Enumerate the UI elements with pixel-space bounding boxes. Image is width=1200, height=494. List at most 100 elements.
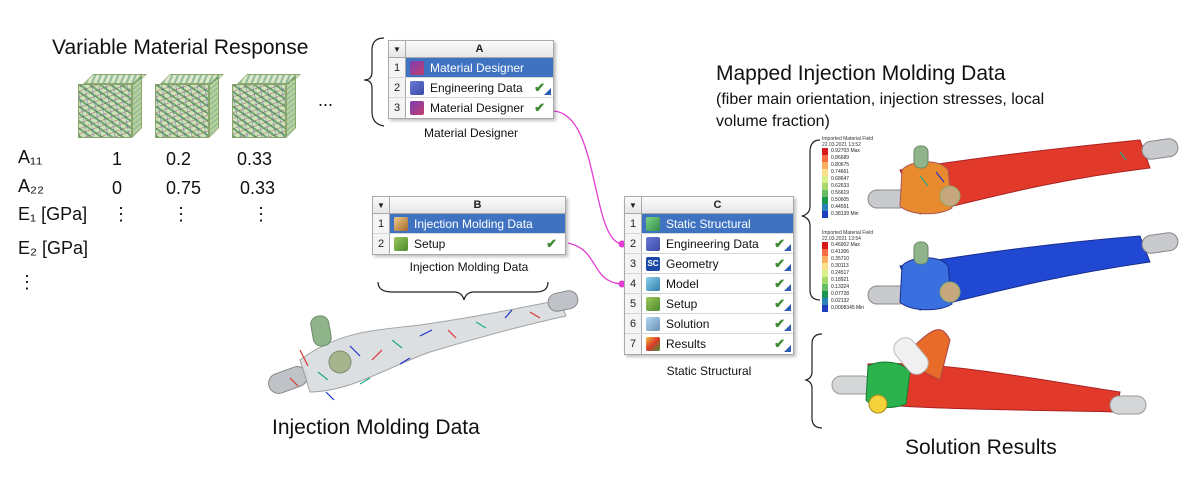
cell-label: Setup [414,237,446,251]
legend-color-swatch [822,148,828,155]
cell-label: Results [666,337,707,351]
value-a11-1: 1 [112,149,123,169]
legend-value: 0.0008345 Min [831,305,865,311]
contour-legend-fiber: Imported Material Field 22.03.2021 13:52… [822,136,890,218]
cell-label: Material Designer [430,60,525,75]
system-b-caption[interactable]: Injection Molding Data [409,260,529,274]
legend-value: 0.35710 [831,256,850,262]
system-a-row-2[interactable]: 2 Engineering Data✔ [389,78,553,98]
system-c-menu-arrow[interactable]: ▼ [625,197,642,213]
legend-color-swatch [822,305,828,312]
value-a11-2: 0.2 [166,149,192,169]
system-b-menu-arrow[interactable]: ▼ [373,197,390,213]
system-a-letter: A [475,43,484,55]
cell-label: Engineering Data [666,236,759,251]
row-label-e1: E₁ [GPa] [18,204,88,224]
legend-color-swatch [822,298,828,305]
system-a-row-3[interactable]: 3 Material Designer✔ [389,98,553,118]
static-structural-icon [646,216,660,231]
legend-color-swatch [822,190,828,197]
legend-value: 0.41306 [831,249,850,255]
system-a-row-1[interactable]: 1 Material Designer [389,58,553,78]
cell-label: Injection Molding Data [414,216,533,231]
row-label-a22: A₂₂ [18,176,44,196]
system-b-row-1[interactable]: 1 Injection Molding Data [373,214,565,234]
legend-color-swatch [822,270,828,277]
link-material-to-engineering [551,110,623,245]
brace-solution [804,333,823,429]
setup-icon [646,296,660,311]
legend-value: 0.56619 [831,190,850,196]
legend-color-swatch [822,211,828,218]
legend-color-swatch [822,249,828,256]
value-a22-1: 0 [112,178,123,198]
system-a[interactable]: ▼ A 1 Material Designer 2 Engineering Da… [388,40,554,119]
legend-color-swatch [822,242,828,249]
update-triangle-icon [784,264,791,271]
system-b-letter: B [473,199,482,211]
material-cube-2 [155,74,224,138]
injection-molding-label: Injection Molding Data [272,416,480,439]
status-check-icon: ✔ [774,235,785,251]
status-check-icon: ✔ [534,79,545,95]
row-label-more: ⋮ [18,272,36,292]
engineering-data-icon [410,80,424,95]
legend-color-swatch [822,277,828,284]
legend-color-swatch [822,256,828,263]
engineering-data-icon [646,236,660,251]
status-check-icon: ✔ [774,336,785,351]
value-e1-3: ⋮ [252,204,270,224]
system-c-row-4[interactable]: 4 Model✔ [625,274,793,294]
model-icon [646,276,660,291]
contour-legend-volume: Imported Material Field 22.03.2021 13:54… [822,230,890,312]
system-c-row-6[interactable]: 6 Solution✔ [625,314,793,334]
system-c-row-7[interactable]: 7 Results✔ [625,334,793,354]
system-c-row-1[interactable]: 1 Static Structural [625,214,793,234]
legend-value: 0.68647 [831,176,850,182]
status-check-icon: ✔ [774,295,785,311]
cell-label: Solution [666,316,710,331]
legend-value: 0.13324 [831,284,850,290]
system-c[interactable]: ▼ C 1 Static Structural 2 Engineering Da… [624,196,794,355]
update-triangle-icon [544,88,551,95]
legend-color-swatch [822,197,828,204]
link-dot-engineering [618,240,626,248]
value-e1-1: ⋮ [112,204,130,224]
system-b-row-2[interactable]: 2 Setup✔ [373,234,565,254]
system-c-letter: C [713,199,722,211]
legend-color-bar [822,242,828,312]
legend-color-swatch [822,263,828,270]
system-c-row-5[interactable]: 5 Setup✔ [625,294,793,314]
legend-color-swatch [822,169,828,176]
brace-injection-molding [377,281,549,301]
legend-date: 22.03.2021 13:54 [822,236,861,242]
system-c-row-2[interactable]: 2 Engineering Data✔ [625,234,793,254]
legend-value: 0.30113 [831,263,849,269]
system-a-caption[interactable]: Material Designer [423,126,519,140]
cubes-ellipsis: ... [318,90,334,110]
legend-value: 0.74661 [831,169,850,175]
update-triangle-icon [784,324,791,331]
brace-mapped-data [801,139,821,301]
link-dot-model [618,280,626,288]
legend-color-swatch [822,204,828,211]
update-triangle-icon [784,304,791,311]
legend-value: 0.02132 [831,298,850,304]
system-b[interactable]: ▼ B 1 Injection Molding Data 2 Setup✔ [372,196,566,255]
brace-system-a [363,37,385,127]
link-setup-to-model [567,242,623,285]
system-c-caption[interactable]: Static Structural [666,364,752,378]
injection-molding-part [268,290,579,401]
system-a-menu-arrow[interactable]: ▼ [389,41,406,57]
legend-value: 0.38139 Min [831,211,859,217]
injection-molding-icon [394,216,408,231]
mapped-data-subtitle-1: (fiber main orientation, injection stres… [716,91,1045,108]
legend-title: Imported Material Field [822,136,874,142]
solution-part [831,329,1147,415]
legend-date: 22.03.2021 13:52 [822,142,861,148]
material-cube-3 [232,74,301,138]
cell-label: Static Structural [666,216,751,231]
